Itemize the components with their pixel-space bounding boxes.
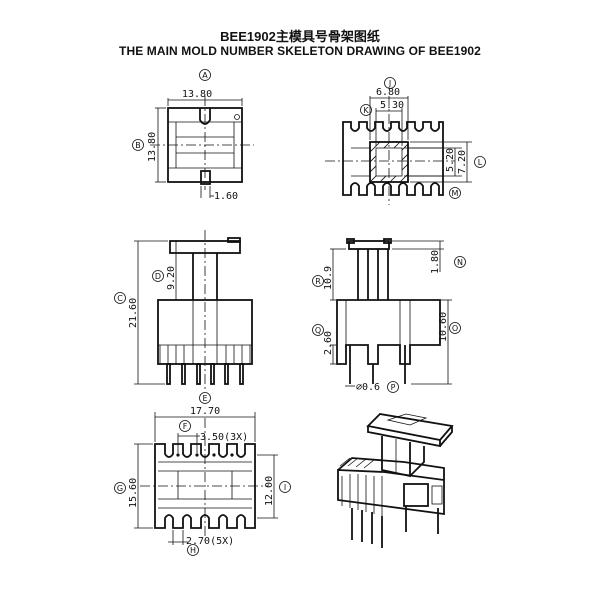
dim-o-text: 10.60 — [438, 312, 449, 342]
marker-c: C — [114, 292, 126, 304]
svg-text:A: A — [202, 71, 208, 80]
marker-f: F — [179, 420, 191, 432]
svg-text:K: K — [363, 106, 369, 115]
marker-l: L — [474, 156, 486, 168]
marker-a: A — [199, 69, 211, 81]
svg-text:I: I — [284, 483, 286, 492]
dim-f-text: 3.50(3X) — [200, 432, 248, 443]
svg-text:O: O — [452, 324, 458, 333]
marker-r: R — [312, 275, 324, 287]
dim-i-text: 12.00 — [264, 476, 275, 506]
svg-text:R: R — [315, 277, 321, 286]
circled-markers: A B J K L M C D E N R O Q P F G I H — [114, 69, 486, 556]
dim-c-text: 21.60 — [128, 298, 139, 328]
svg-text:E: E — [202, 394, 207, 403]
dim-n-text: 1.80 — [430, 250, 441, 274]
marker-p: P — [387, 381, 399, 393]
top-view: 13.80 13.80 1.60 — [147, 89, 254, 202]
title-chinese: BEE1902主模具号骨架图纸 — [220, 29, 380, 44]
marker-b: B — [132, 139, 144, 151]
svg-text:D: D — [155, 272, 161, 281]
dim-e-text: 17.70 — [190, 406, 220, 417]
svg-text:P: P — [391, 383, 396, 392]
marker-j: J — [384, 77, 396, 89]
dim-k-text: 5.30 — [380, 100, 404, 111]
marker-i: I — [279, 481, 291, 493]
svg-text:C: C — [117, 294, 123, 303]
dim-l-b-text: 7.20 — [457, 150, 468, 174]
title-english: THE MAIN MOLD NUMBER SKELETON DRAWING OF… — [119, 44, 481, 58]
dim-l-a-text: 5.20 — [445, 148, 456, 172]
svg-text:F: F — [183, 422, 188, 431]
svg-text:L: L — [478, 158, 483, 167]
dim-j-text: 6.80 — [376, 87, 400, 98]
marker-m: M — [449, 187, 461, 199]
dim-p-text: ⌀0.6 — [356, 382, 380, 393]
isometric-view — [337, 413, 454, 548]
marker-e: E — [199, 392, 211, 404]
marker-n: N — [454, 256, 466, 268]
dim-g-text: 15.60 — [128, 478, 139, 508]
dim-h-text: 2.70(5X) — [186, 536, 234, 547]
marker-q: Q — [312, 324, 324, 336]
front-view: 21.60 9.20 — [128, 230, 253, 392]
svg-text:B: B — [135, 141, 141, 150]
pin-side-view: 17.70 3.50(3X) 15.60 12.00 2.70(5X) — [128, 406, 278, 547]
svg-text:H: H — [190, 546, 196, 555]
marker-g: G — [114, 482, 126, 494]
marker-k: K — [360, 104, 372, 116]
dim-d-text: 9.20 — [166, 266, 177, 290]
side-view: 10.9 1.80 2.60 10.60 ⌀0.6 — [323, 238, 452, 393]
dim-q-text: 2.60 — [323, 331, 334, 355]
svg-text:N: N — [457, 258, 463, 267]
marker-o: O — [449, 322, 461, 334]
svg-text:M: M — [452, 189, 459, 198]
dim-a-text: 13.80 — [182, 89, 212, 100]
svg-text:J: J — [388, 79, 391, 88]
bottom-view: 6.80 5.30 5.20 7.20 — [325, 87, 472, 205]
marker-d: D — [152, 270, 164, 282]
svg-text:Q: Q — [315, 326, 321, 335]
dim-r-text: 10.9 — [323, 266, 334, 290]
marker-h: H — [187, 544, 199, 556]
dim-b-text: 13.80 — [147, 132, 158, 162]
dim-pin-width-text: 1.60 — [214, 191, 238, 202]
svg-text:G: G — [117, 484, 123, 493]
